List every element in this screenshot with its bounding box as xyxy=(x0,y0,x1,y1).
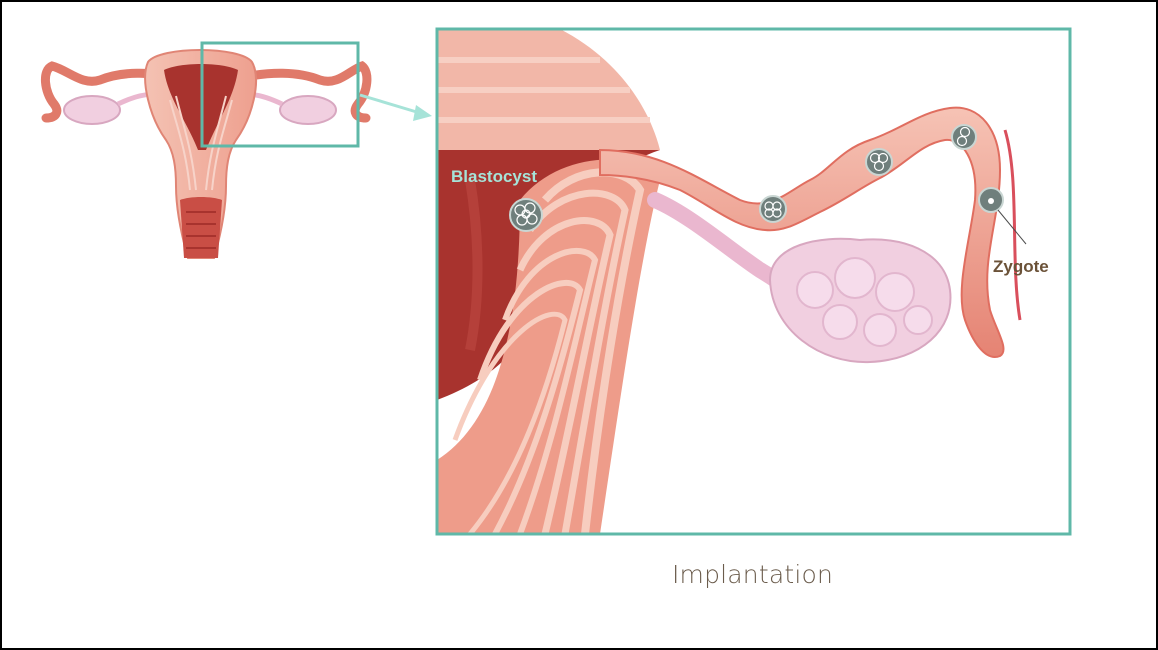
morula-marker xyxy=(760,196,786,222)
uterus-overview-illustration xyxy=(45,50,367,258)
diagram-caption: Implantation xyxy=(600,560,905,589)
zygote-label: Zygote xyxy=(993,257,1049,276)
zoom-connector-arrow xyxy=(360,95,432,121)
zygote-marker xyxy=(979,188,1003,212)
four-cell-embryo-marker xyxy=(866,149,892,175)
zoomed-tube-illustration xyxy=(437,29,1020,534)
blastocyst-label: Blastocyst xyxy=(451,167,537,186)
zygote-leader-line xyxy=(998,210,1026,244)
blastocyst-marker xyxy=(510,199,542,231)
two-cell-embryo-marker xyxy=(952,125,976,149)
